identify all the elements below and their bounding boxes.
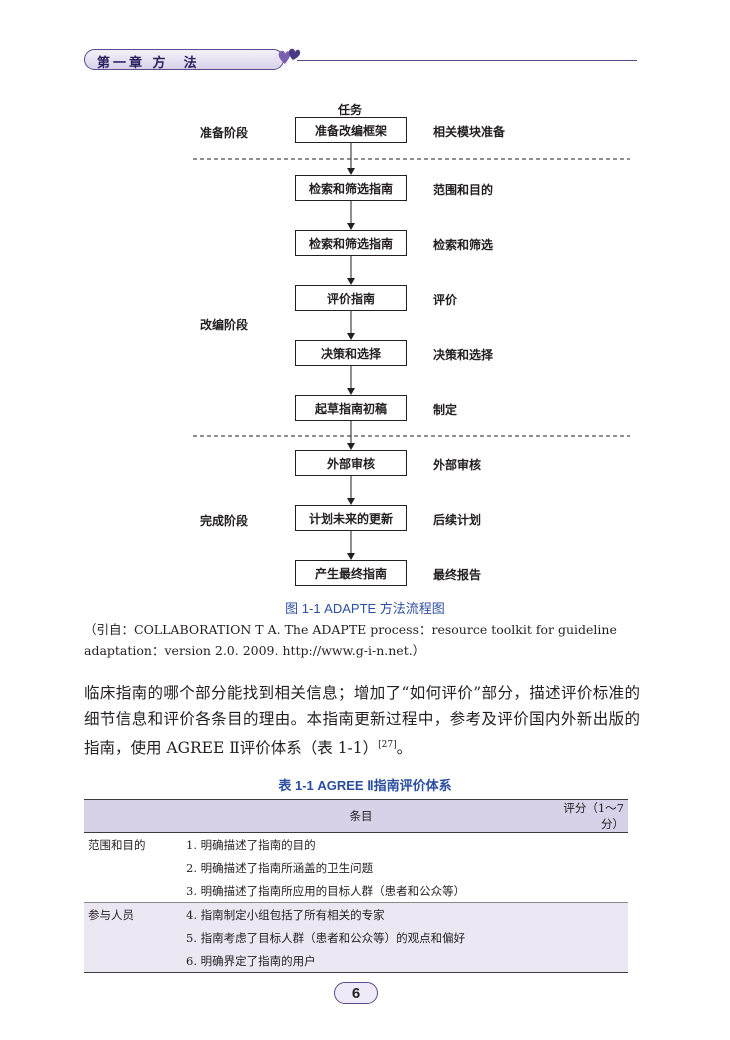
table-cell-score — [540, 949, 628, 973]
flow-step-box: 检索和筛选指南 — [295, 230, 407, 256]
table-cell-domain — [84, 856, 182, 879]
table-row: 3. 明确描述了指南所应用的目标人群（患者和公众等） — [84, 879, 628, 903]
table-caption: 表 1-1 AGREE Ⅱ指南评价体系 — [278, 778, 452, 793]
table-cell-domain — [84, 949, 182, 973]
page-number: 6 — [334, 982, 378, 1004]
header-rule — [297, 60, 637, 61]
body-paragraph: 临床指南的哪个部分能找到相关信息；增加了“如何评价”部分，描述评价标准的细节信息… — [84, 680, 640, 761]
table-cell-item: 4. 指南制定小组包括了所有相关的专家 — [182, 902, 540, 926]
hearts-icon — [278, 48, 301, 64]
flow-step-box: 产生最终指南 — [295, 560, 407, 586]
table-cell-score — [540, 856, 628, 879]
flow-step-box: 评价指南 — [295, 285, 407, 311]
table-cell-domain — [84, 879, 182, 903]
table-cell-score — [540, 879, 628, 903]
flow-step-module: 最终报告 — [433, 568, 482, 582]
flow-step-box: 准备改编框架 — [295, 117, 407, 143]
table-row: 范围和目的 1. 明确描述了指南的目的 — [84, 833, 628, 857]
flow-step-module: 外部审核 — [433, 458, 482, 472]
figure-caption: 图 1-1 ADAPTE 方法流程图 — [285, 601, 445, 616]
paragraph-text: 临床指南的哪个部分能找到相关信息；增加了“如何评价”部分，描述评价标准的细节信息… — [84, 684, 640, 758]
table-cell-item: 3. 明确描述了指南所应用的目标人群（患者和公众等） — [186, 883, 466, 898]
table-body: 范围和目的 1. 明确描述了指南的目的 2. 明确描述了指南所涵盖的卫生问题 3. 明… — [84, 833, 628, 973]
table-row: 6. 明确界定了指南的用户 — [84, 949, 628, 973]
flow-step-box: 检索和筛选指南 — [295, 175, 407, 201]
flow-step-box: 决策和选择 — [295, 340, 407, 366]
table-row: 5. 指南考虑了目标人群（患者和公众等）的观点和偏好 — [84, 926, 628, 949]
flow-step-module: 检索和筛选 — [433, 238, 494, 252]
phase-label-adapt: 改编阶段 — [200, 318, 249, 332]
table-cell-item: 2. 明确描述了指南所涵盖的卫生问题 — [186, 860, 374, 875]
flow-step-module: 制定 — [433, 403, 458, 417]
phase-label-finalize: 完成阶段 — [200, 514, 249, 528]
table-cell-domain: 参与人员 — [84, 902, 182, 926]
flow-step-box: 外部审核 — [295, 450, 407, 476]
table-cell-domain — [84, 926, 182, 949]
table-cell-item: 1. 明确描述了指南的目的 — [186, 837, 316, 852]
table-cell-score — [540, 926, 628, 949]
table-header-domain — [84, 799, 182, 833]
flow-step-module: 后续计划 — [433, 513, 482, 527]
flowchart-connectors — [193, 143, 630, 560]
flow-step-module: 相关模块准备 — [433, 125, 506, 139]
flow-step-module: 评价 — [433, 293, 458, 307]
agree-table: 条目 评分（1～7 分） 范围和目的 1. 明确描述了指南的目的 2. 明确描述了指… — [84, 799, 628, 973]
table-cell-item: 6. 明确界定了指南的用户 — [182, 949, 540, 973]
task-label: 任务 — [338, 103, 363, 117]
chapter-label: 第一章 方 法 — [97, 56, 200, 71]
table-row: 2. 明确描述了指南所涵盖的卫生问题 — [84, 856, 628, 879]
flow-step-box: 计划未来的更新 — [295, 505, 407, 531]
table-cell-item: 5. 指南考虑了目标人群（患者和公众等）的观点和偏好 — [182, 926, 540, 949]
table-header-item: 条目 — [182, 799, 540, 833]
table-cell-domain: 范围和目的 — [88, 837, 146, 852]
table-header-row: 条目 评分（1～7 分） — [84, 799, 628, 833]
flow-step-module: 范围和目的 — [433, 183, 494, 197]
phase-label-prepare: 准备阶段 — [200, 126, 249, 140]
chapter-header-tab: 第一章 方 法 — [84, 49, 284, 71]
paragraph-end: 。 — [396, 739, 413, 758]
figure-citation: （引自：COLLABORATION T A. The ADAPTE proces… — [84, 622, 617, 658]
reference-marker: [27] — [378, 740, 397, 750]
table-cell-score — [540, 902, 628, 926]
flow-step-module: 决策和选择 — [433, 348, 494, 362]
flow-step-box: 起草指南初稿 — [295, 395, 407, 421]
table-header-score: 评分（1～7 分） — [540, 799, 628, 833]
table-cell-score — [540, 833, 628, 857]
